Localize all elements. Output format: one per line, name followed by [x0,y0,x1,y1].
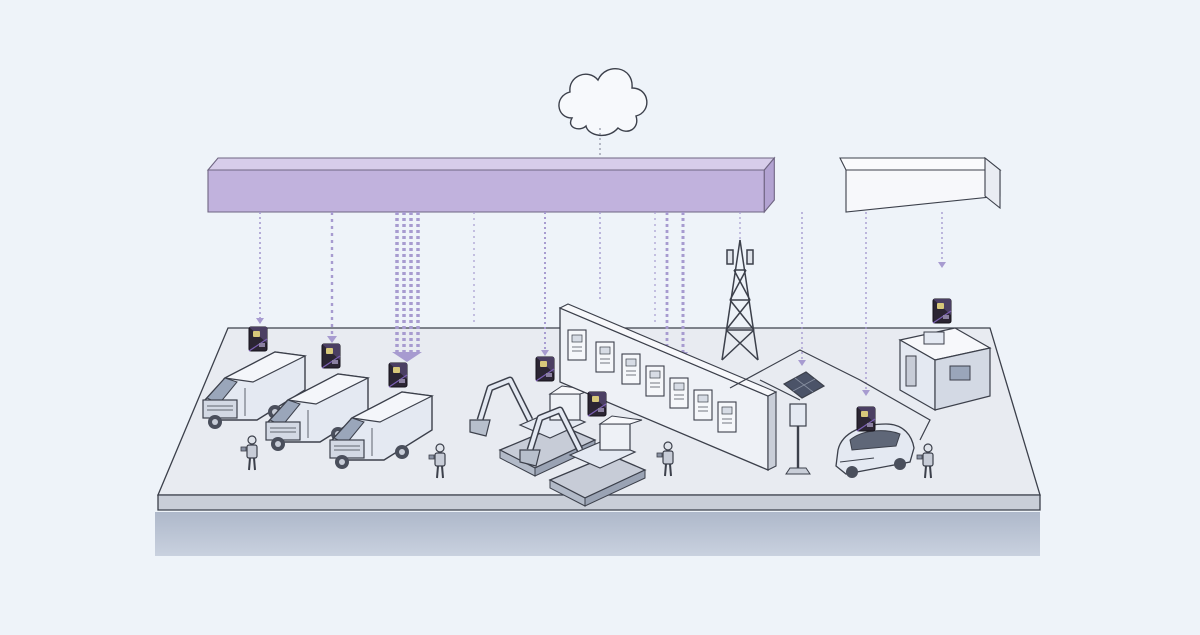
sim-card-icon [321,343,341,369]
network-wires [729,349,931,441]
cabinet-icon [693,389,713,421]
arrow-head [327,336,337,343]
sim-card-icon [535,356,555,382]
arrow-head [938,262,946,268]
cabinet-icon [595,341,615,373]
arrow-head [392,352,422,362]
sim-card-icon [932,298,952,324]
cloud-icon [558,67,648,158]
usage-bar-empty-front [845,169,1001,213]
arrow-head [798,360,806,366]
usage-bar-fill-top [206,157,776,171]
cabinet-icon [567,329,587,361]
cabinet-icon [717,401,737,433]
cabinet-row [558,303,778,471]
sim-card-icon [388,362,408,388]
usage-bar-empty-top [839,157,1002,171]
cabinet-icon [669,377,689,409]
arrow-head [862,390,870,396]
platform-shadow [155,512,1040,556]
solar-panel-icon [782,371,826,475]
platform-edge [157,494,1041,511]
cabinet-icon [621,353,641,385]
usage-bar-fill-front [207,169,765,213]
sim-card-icon [248,326,268,352]
connection-lines [256,212,946,396]
building-icon [898,327,992,412]
car-icon [835,423,915,478]
cabinet-icon [645,365,665,397]
sim-card-icon [856,406,876,432]
sim-card-icon [587,391,607,417]
cell-tower-icon [721,239,759,361]
arrow-head [541,350,549,356]
arrow-head [256,318,264,324]
usage-bar-fill-end [763,156,775,214]
usage-bar-empty-side [984,156,1001,210]
usage-bar [206,156,1002,214]
